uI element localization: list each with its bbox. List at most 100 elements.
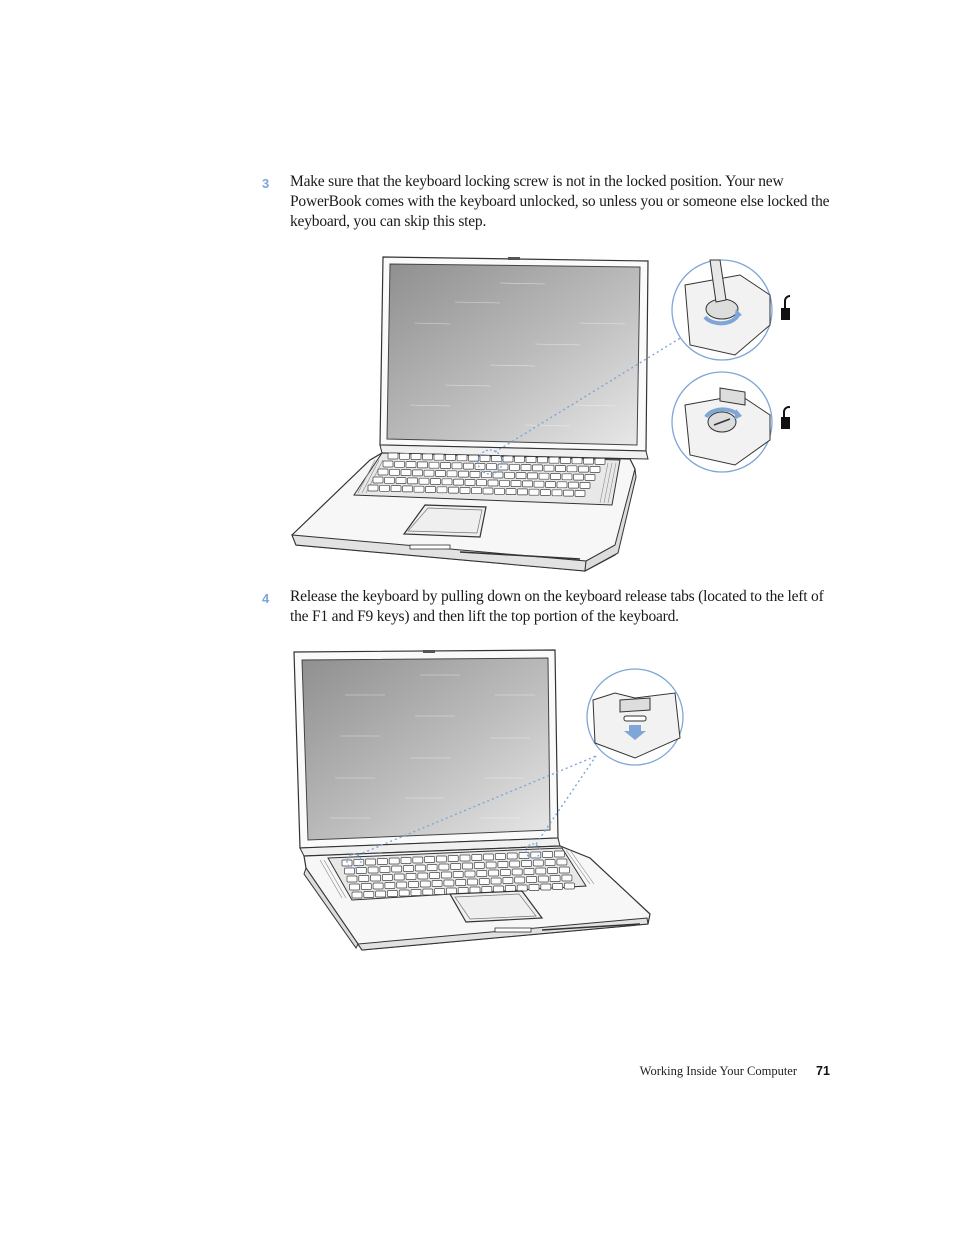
keyboard-key xyxy=(560,457,571,464)
keyboard-key xyxy=(515,472,527,479)
keyboard-key xyxy=(387,890,398,897)
keyboard-key xyxy=(446,470,458,478)
keyboard-key xyxy=(426,864,438,871)
keyboard-key xyxy=(441,478,453,486)
keyboard-key xyxy=(537,456,548,464)
keyboard-key xyxy=(497,463,509,471)
keyboard-key xyxy=(445,454,456,461)
keyboard-key xyxy=(346,875,358,883)
keyboard-key xyxy=(583,457,594,465)
keyboard-key xyxy=(525,456,537,463)
keyboard-key xyxy=(521,860,532,867)
keyboard-key xyxy=(545,481,556,488)
keyboard-key xyxy=(566,465,578,473)
keyboard-key xyxy=(540,489,551,496)
keyboard-key xyxy=(527,472,538,480)
keyboard-key xyxy=(556,858,568,866)
keyboard-key xyxy=(402,485,413,493)
keyboard-key xyxy=(379,484,390,492)
keyboard-key xyxy=(418,477,430,485)
unlocked-padlock-icon xyxy=(781,295,797,320)
keyboard-key xyxy=(514,455,525,463)
keyboard-key xyxy=(561,874,573,882)
keyboard-key xyxy=(510,480,522,487)
step-text: Release the keyboard by pulling down on … xyxy=(290,588,824,625)
keyboard-key xyxy=(353,859,365,866)
keyboard-key xyxy=(500,869,511,876)
step-text: Make sure that the keyboard locking scre… xyxy=(290,173,830,230)
keyboard-key xyxy=(554,850,565,858)
keyboard-key xyxy=(479,455,491,462)
keyboard-key xyxy=(516,884,528,892)
keyboard-key xyxy=(578,465,589,473)
keyboard-key xyxy=(505,488,517,495)
keyboard-key xyxy=(478,878,490,885)
laptop-lock-screw-illustration xyxy=(290,255,797,575)
keyboard-key xyxy=(471,487,482,495)
keyboard-key xyxy=(377,468,389,476)
keyboard-key xyxy=(412,856,424,864)
keyboard-key xyxy=(400,469,412,476)
keyboard-key xyxy=(400,857,412,864)
keyboard-key xyxy=(412,469,423,477)
keyboard-key xyxy=(414,864,426,872)
keyboard-key xyxy=(509,463,520,471)
keyboard-key xyxy=(463,462,474,470)
keyboard-key xyxy=(393,873,405,881)
keyboard-key xyxy=(488,869,499,877)
keyboard-key xyxy=(408,881,419,888)
keyboard-key xyxy=(391,865,403,873)
keyboard-key xyxy=(481,886,493,893)
keyboard-key xyxy=(547,867,558,874)
keyboard-key xyxy=(413,485,425,493)
keyboard-key xyxy=(476,870,488,877)
keyboard-key xyxy=(372,476,384,484)
keyboard-key xyxy=(464,870,476,878)
keyboard-key xyxy=(491,455,502,463)
keyboard-key xyxy=(471,854,483,861)
keyboard-key xyxy=(505,885,516,892)
keyboard-key xyxy=(384,882,396,889)
keyboard-key xyxy=(551,489,563,497)
keyboard-key xyxy=(428,461,440,469)
page-footer: Working Inside Your Computer 71 xyxy=(0,1064,954,1084)
keyboard-key xyxy=(456,454,468,462)
keyboard-key xyxy=(434,888,445,895)
keyboard-key xyxy=(349,883,360,891)
keyboard-key xyxy=(452,871,464,878)
keyboard-key xyxy=(436,486,448,494)
chapter-title: Working Inside Your Computer xyxy=(639,1064,797,1078)
keyboard-key xyxy=(375,890,386,898)
keyboard-key xyxy=(417,461,428,469)
keyboard-key xyxy=(379,866,391,873)
keyboard-key xyxy=(363,891,375,898)
keyboard-key xyxy=(482,487,494,495)
keyboard-key xyxy=(422,888,434,896)
keyboard-key xyxy=(430,478,441,485)
keyboard-key xyxy=(476,479,487,487)
step-number: 4 xyxy=(262,591,270,606)
keyboard-key xyxy=(440,462,451,469)
keyboard-key xyxy=(486,463,497,471)
keyboard-key xyxy=(543,464,555,472)
keyboard-key xyxy=(538,472,550,480)
keyboard-key xyxy=(548,456,560,464)
keyboard-key xyxy=(377,858,388,865)
keyboard-key xyxy=(474,463,486,470)
page-number: 71 xyxy=(816,1064,830,1078)
locked-detail xyxy=(671,371,773,473)
keyboard-key xyxy=(396,881,408,889)
laptop-illustration xyxy=(291,256,797,572)
keyboard-key xyxy=(429,872,440,879)
keyboard-key xyxy=(571,457,583,465)
keyboard-key xyxy=(485,861,497,869)
keyboard-key xyxy=(450,863,462,870)
keyboard-key xyxy=(544,859,556,866)
keyboard-key xyxy=(390,485,402,492)
keyboard-key xyxy=(367,484,379,492)
keyboard-key xyxy=(464,479,476,486)
keyboard-key xyxy=(436,855,447,863)
keyboard-key xyxy=(532,464,543,472)
keyboard-key xyxy=(564,882,575,890)
keyboard-key xyxy=(438,863,450,871)
